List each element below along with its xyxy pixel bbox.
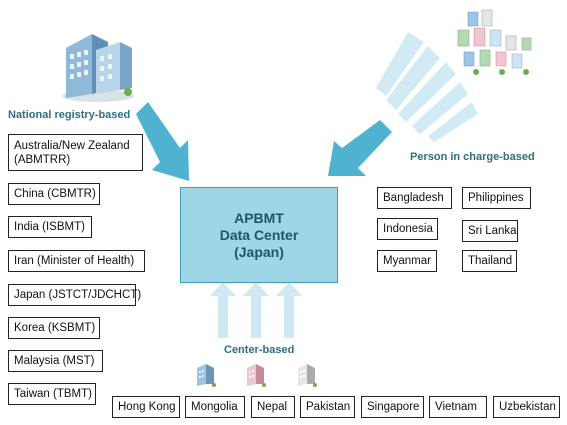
registry-box: China (CBMTR)	[8, 183, 100, 205]
person-label: Thailand	[468, 255, 513, 267]
center-arrows	[210, 282, 302, 338]
center-label: Vietnam	[435, 401, 477, 413]
person-box: Philippines	[462, 187, 531, 209]
center-box: Nepal	[251, 396, 295, 418]
center-box: Hong Kong	[112, 396, 180, 418]
registry-label: India (ISBMT)	[14, 221, 85, 233]
registry-box: Korea (KSBMT)	[8, 317, 100, 339]
center-box: Uzbekistan	[493, 396, 560, 418]
registry-label: Taiwan (TBMT)	[14, 388, 92, 400]
data-center-line3: (Japan)	[234, 243, 284, 260]
registry-box: Iran (Minister of Health)	[8, 250, 145, 272]
center-label: Singapore	[367, 401, 420, 413]
center-label: Pakistan	[306, 401, 351, 413]
data-center-line2: Data Center	[219, 226, 299, 243]
person-box: Myanmar	[377, 250, 437, 272]
center-heading: Center-based	[224, 344, 295, 356]
center-box: Singapore	[361, 396, 424, 418]
office-building-icon	[62, 34, 134, 102]
person-heading: Person in charge-based	[410, 151, 535, 163]
person-label: Myanmar	[383, 255, 431, 267]
national-heading: National registry-based	[8, 109, 131, 121]
center-label: Mongolia	[191, 401, 238, 413]
data-center-line1: APBMT	[234, 209, 284, 226]
signal-fan-graphic	[376, 32, 478, 142]
person-box: Thailand	[462, 250, 517, 272]
small-building-icon	[298, 364, 317, 387]
building-cluster-icon	[457, 9, 532, 75]
center-box: Pakistan	[300, 396, 355, 418]
small-building-icon	[247, 364, 266, 387]
person-box: Sri Lanka	[462, 220, 518, 242]
registry-label: Korea (KSBMT)	[14, 322, 96, 334]
registry-box: India (ISBMT)	[8, 216, 92, 238]
person-label: Sri Lanka	[468, 225, 517, 237]
registry-box: Australia/New Zealand (ABMTRR)	[8, 134, 143, 171]
registry-label: Malaysia (MST)	[14, 355, 95, 367]
person-label: Bangladesh	[383, 192, 444, 204]
center-box: Mongolia	[185, 396, 245, 418]
center-label: Nepal	[257, 401, 288, 413]
registry-box: Japan (JSTCT/JDCHCT)	[8, 284, 141, 306]
person-box: Indonesia	[377, 218, 438, 240]
person-box: Bangladesh	[377, 187, 452, 209]
person-label: Philippines	[468, 192, 524, 204]
center-label: Hong Kong	[118, 401, 176, 413]
center-box: Vietnam	[429, 396, 487, 418]
person-label: Indonesia	[383, 223, 433, 235]
data-center-box: APBMT Data Center (Japan)	[180, 187, 338, 283]
registry-box: Malaysia (MST)	[8, 350, 103, 372]
registry-box: Taiwan (TBMT)	[8, 383, 96, 405]
registry-label: Japan (JSTCT/JDCHCT)	[14, 289, 142, 301]
small-building-icon	[197, 364, 216, 387]
registry-label: China (CBMTR)	[14, 188, 96, 200]
center-label: Uzbekistan	[499, 401, 556, 413]
registry-label: Iran (Minister of Health)	[14, 255, 135, 267]
registry-label: Australia/New Zealand (ABMTRR)	[14, 140, 130, 166]
